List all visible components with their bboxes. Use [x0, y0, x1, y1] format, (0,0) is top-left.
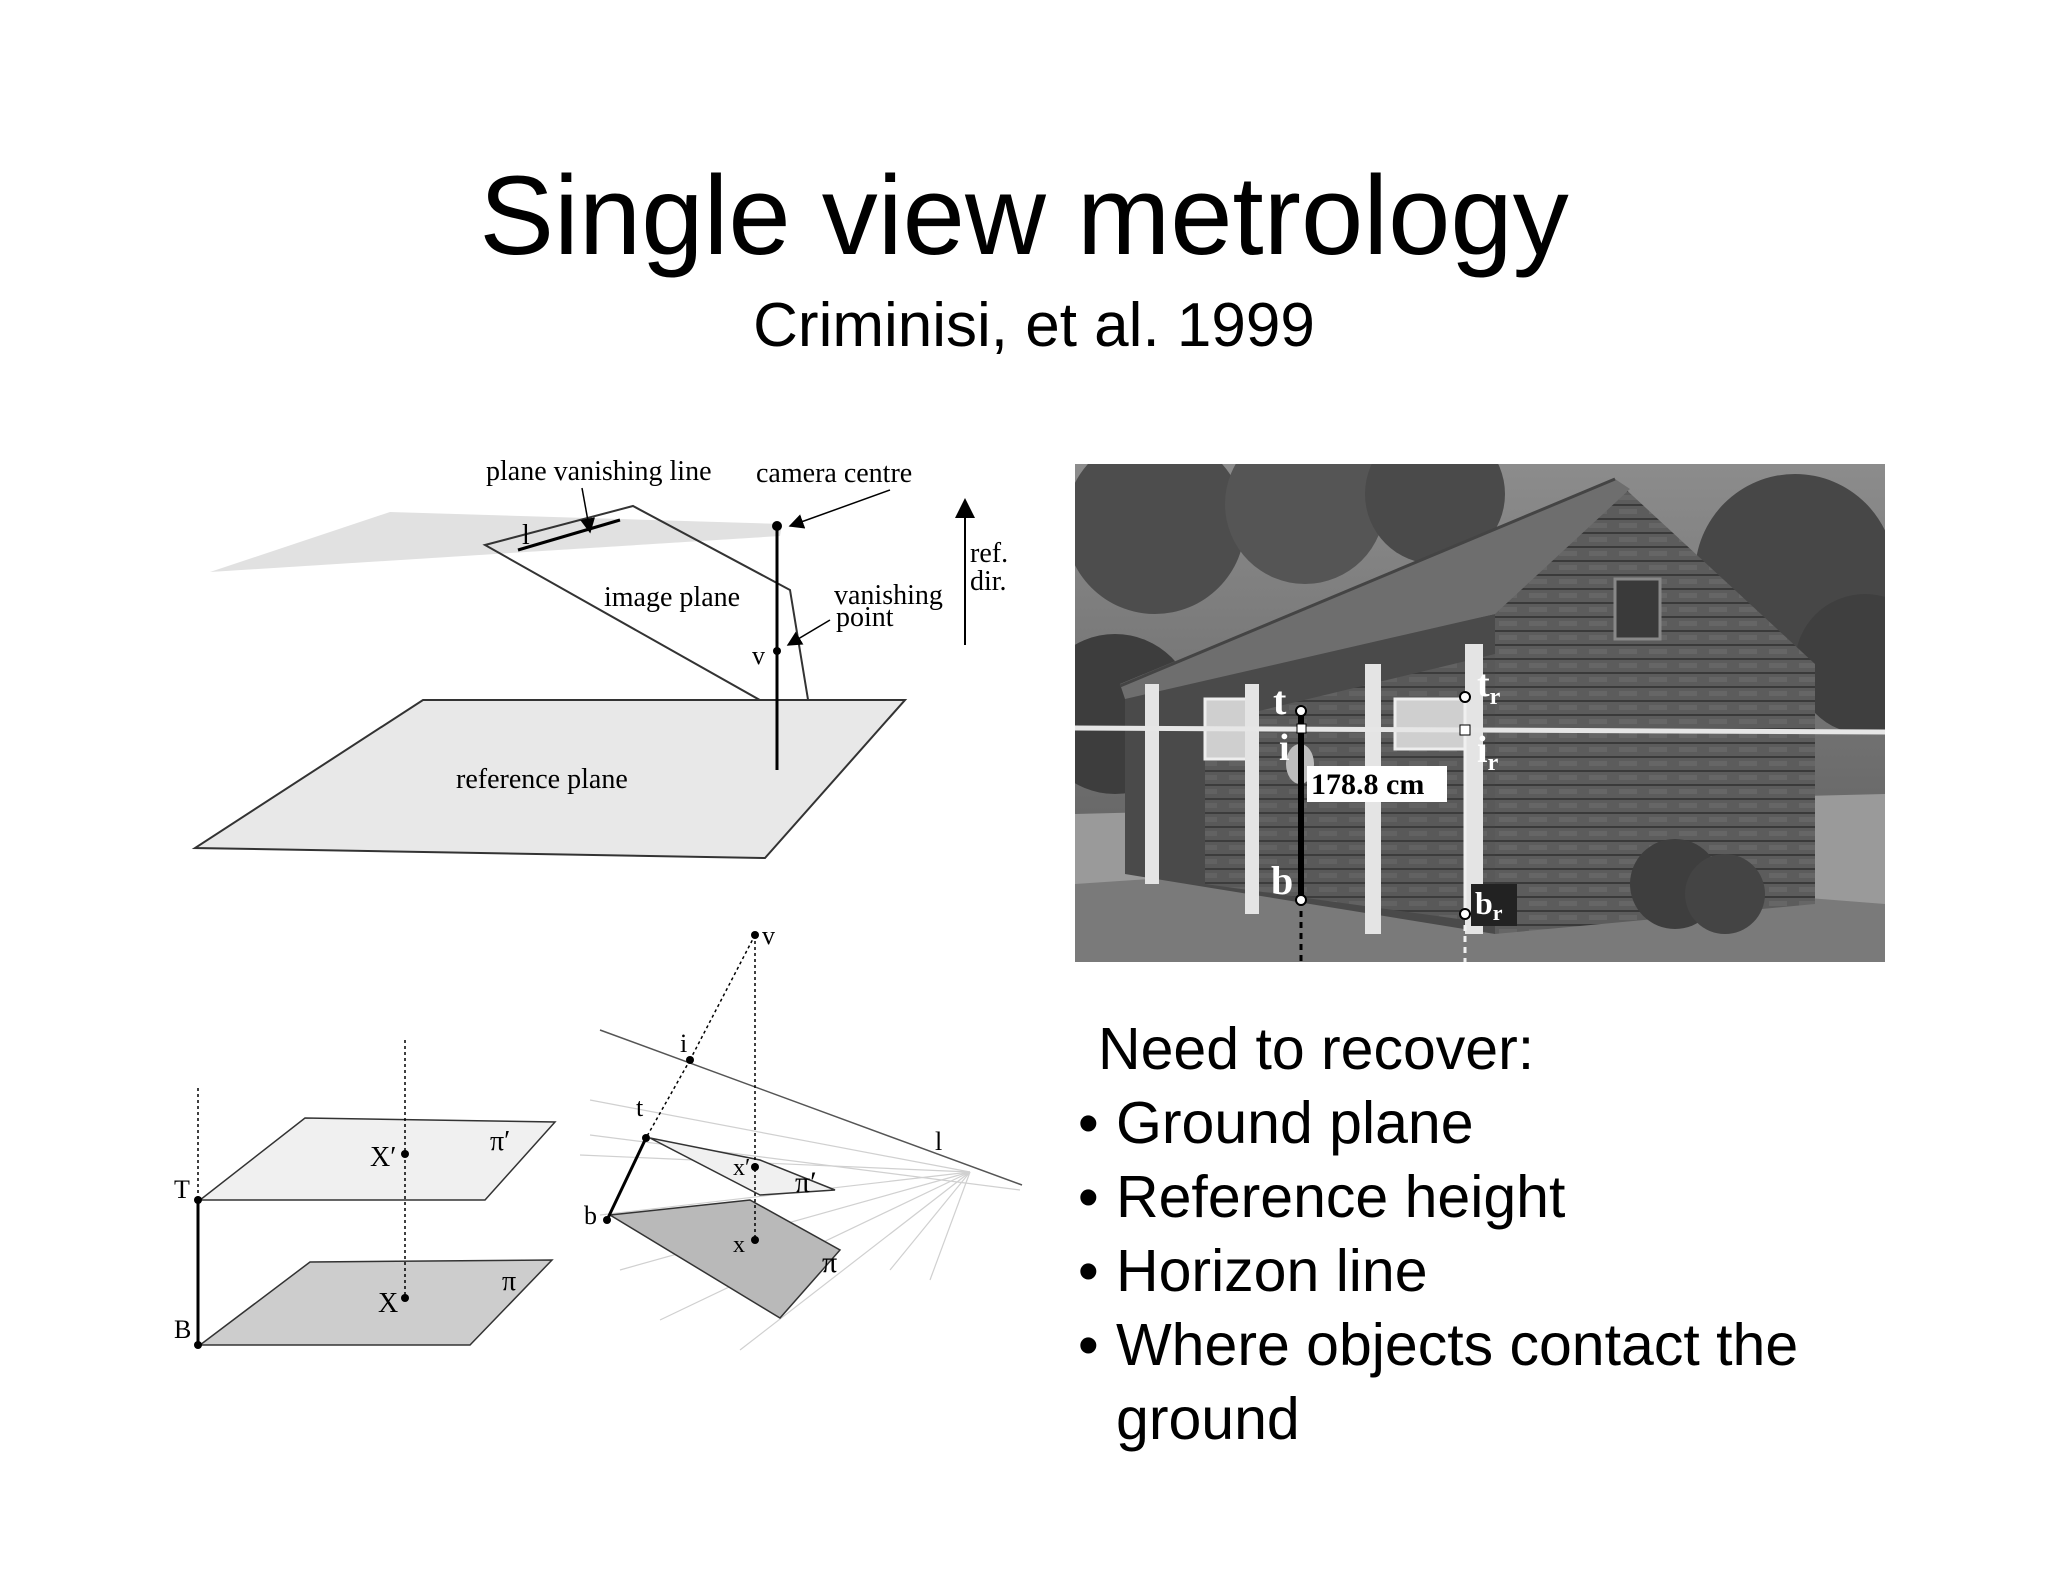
- label-ir-photo: ir: [1477, 729, 1499, 776]
- point-ir-photo: [1459, 724, 1471, 736]
- camera-centre-point: [772, 521, 782, 531]
- label-x: x: [733, 1232, 745, 1258]
- label-pi-prime-right: π′: [795, 1166, 817, 1199]
- list-item: •Reference height: [1078, 1164, 1566, 1230]
- recovery-list: Need to recover: •Ground plane •Referenc…: [1078, 1012, 1978, 1456]
- plane-pi-prime-shape: [197, 1117, 557, 1201]
- vanishing-point-v: [773, 647, 781, 655]
- point-i: [686, 1056, 694, 1064]
- point-tr-photo: [1459, 691, 1471, 703]
- label-image-plane: image plane: [604, 582, 740, 613]
- segment-t-b: [605, 1137, 648, 1221]
- label-t-photo: t: [1273, 678, 1287, 723]
- plane-pi-prime-projected: [649, 1137, 836, 1196]
- arrow-plane-vanishing-line: [580, 487, 595, 534]
- label-l-lower: l: [935, 1127, 942, 1156]
- point-t: [642, 1134, 650, 1142]
- point-b: [603, 1216, 611, 1224]
- point-X-prime: [401, 1150, 409, 1158]
- label-t: t: [636, 1093, 644, 1122]
- label-tr-photo: tr: [1477, 663, 1501, 710]
- point-x: [751, 1236, 759, 1244]
- label-measurement: 178.8 cm: [1311, 768, 1424, 801]
- label-pi-prime-left: π′: [490, 1126, 510, 1157]
- label-point: point: [836, 602, 894, 633]
- horizon-line-l: [599, 1029, 1023, 1186]
- label-b: b: [584, 1201, 597, 1230]
- point-i-photo: [1296, 723, 1307, 734]
- vanishing-line-l: [517, 518, 621, 552]
- list-item: •Where objects contact the ground: [1078, 1312, 1799, 1452]
- label-v-lower: v: [762, 921, 775, 950]
- label-camera-centre: camera centre: [756, 458, 912, 489]
- label-pi-left: π: [502, 1266, 516, 1297]
- slide-title: Single view metrology: [479, 153, 1569, 278]
- horizon-line: [1075, 725, 1885, 735]
- label-T: T: [174, 1175, 190, 1204]
- label-plane-vanishing-line: plane vanishing line: [486, 456, 712, 487]
- label-reference-plane: reference plane: [456, 764, 628, 795]
- list-item: •Ground plane: [1078, 1090, 1474, 1156]
- label-vanishing: vanishing: [834, 580, 943, 611]
- slide-subtitle: Criminisi, et al. 1999: [753, 291, 1315, 360]
- arrow-vanishing-point: [786, 619, 831, 646]
- reference-plane-shape: [191, 699, 908, 860]
- point-X: [401, 1294, 409, 1302]
- label-X-prime: X′: [370, 1142, 396, 1173]
- measurement-label-box: [1307, 766, 1447, 802]
- point-x-prime: [751, 1163, 759, 1171]
- plane-pi-shape: [197, 1259, 554, 1346]
- point-t-photo: [1295, 705, 1307, 717]
- recovery-heading: Need to recover:: [1098, 1016, 1535, 1082]
- label-v: v: [752, 641, 765, 670]
- label-pi-right: π: [822, 1246, 837, 1279]
- point-br-photo: [1459, 908, 1471, 920]
- point-T: [194, 1196, 202, 1204]
- point-b-photo: [1295, 894, 1307, 906]
- plane-pi-projected: [607, 1199, 842, 1319]
- label-B: B: [174, 1315, 191, 1344]
- list-item: •Horizon line: [1078, 1238, 1428, 1304]
- point-B: [194, 1341, 202, 1349]
- label-i: i: [680, 1029, 687, 1058]
- point-v-lower: [751, 931, 759, 939]
- arrow-camera-centre: [788, 489, 891, 529]
- label-X: X: [378, 1288, 398, 1319]
- label-b-photo: b: [1271, 858, 1293, 903]
- label-l: l: [522, 520, 530, 551]
- label-x-prime: x′: [733, 1155, 750, 1181]
- label-i-photo: i: [1279, 727, 1290, 769]
- label-dir: dir.: [970, 566, 1007, 597]
- label-ref: ref.: [970, 538, 1008, 569]
- label-br-photo: br: [1475, 885, 1503, 925]
- house-photo: t i b tr ir br 178.8 cm: [1075, 464, 1885, 962]
